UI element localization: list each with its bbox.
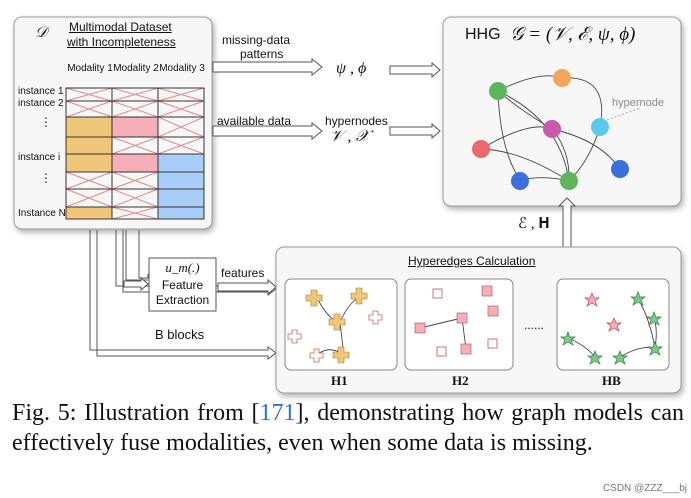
hhg-hypernode bbox=[591, 118, 609, 136]
hhg-node bbox=[560, 172, 578, 190]
features-label: features bbox=[221, 266, 265, 280]
row-label-instance-1: instance 1 bbox=[18, 86, 64, 97]
missing-pattern-arrow bbox=[212, 57, 441, 79]
available-data-arrow bbox=[212, 121, 441, 141]
watermark: CSDN @ZZZ___bj bbox=[602, 483, 687, 494]
hhg-node bbox=[489, 82, 507, 100]
feature-line1: Feature bbox=[161, 278, 204, 292]
row-label-instance-2: instance 2 bbox=[18, 98, 64, 109]
hypernodes-label: hypernodes bbox=[325, 114, 388, 128]
hypernode-label: hypernode bbox=[612, 97, 664, 109]
modality-label-3: Modality 3 bbox=[159, 63, 205, 74]
hhg-node bbox=[511, 172, 529, 190]
hyperedges-title: Hyperedges Calculation bbox=[408, 254, 536, 268]
row-label-instance-n: Instance N bbox=[18, 208, 66, 219]
dataset-title-line2: with Incompleteness bbox=[67, 35, 176, 49]
caption-ref-link[interactable]: 171 bbox=[259, 400, 296, 426]
row-label-ellipsis-1: ⋮ bbox=[40, 115, 52, 129]
v-x-label: 𝒱 , 𝒳 bbox=[330, 128, 370, 145]
feature-extraction-box bbox=[148, 257, 217, 312]
hhg-title: HHG bbox=[465, 26, 501, 43]
hyperedges-ellipsis: ...... bbox=[524, 318, 545, 332]
e-h-label: ℰ , 𝐇 bbox=[518, 216, 550, 232]
hhg-node bbox=[553, 69, 571, 87]
row-label-ellipsis-2: ⋮ bbox=[40, 171, 52, 185]
h2-label: H2 bbox=[452, 373, 469, 388]
modality-label-1: Modality 1 bbox=[67, 63, 113, 74]
hhg-formula: 𝒢 = (𝒱, ℰ, ψ, ϕ) bbox=[510, 24, 636, 45]
psi-phi-label: ψ , ϕ bbox=[336, 60, 367, 77]
hhg-node bbox=[472, 140, 490, 158]
caption-suffix: ], demonstrating how graph models can ef… bbox=[12, 400, 684, 456]
hb-label: HB bbox=[602, 373, 621, 388]
caption-prefix: Fig. 5: Illustration from [ bbox=[12, 400, 260, 426]
hhg-node bbox=[611, 160, 629, 178]
feature-arrow bbox=[123, 276, 277, 296]
missing-patterns-label-line2: patterns bbox=[240, 47, 284, 61]
dataset-symbol: 𝒟 bbox=[35, 25, 47, 41]
missing-patterns-label-line1: missing-data bbox=[222, 33, 291, 47]
available-data-label: available data bbox=[217, 114, 292, 128]
figure-caption: Fig. 5: Illustration from [171], demonst… bbox=[12, 398, 684, 458]
feature-func-label: u_m(.) bbox=[165, 260, 200, 275]
h1-label: H1 bbox=[331, 373, 348, 388]
dataset-title-line1: Multimodal Dataset bbox=[69, 20, 172, 34]
b-blocks-label: B blocks bbox=[155, 327, 205, 342]
row-label-instance-i: instance i bbox=[18, 152, 61, 163]
h2-box bbox=[404, 278, 514, 371]
modality-grid bbox=[65, 87, 205, 220]
feature-line2: Extraction bbox=[155, 293, 210, 307]
modality-label-2: Modality 2 bbox=[113, 63, 159, 74]
hypernode-pointer bbox=[606, 107, 641, 121]
up-arrow bbox=[557, 197, 577, 248]
hhg-node bbox=[543, 120, 561, 138]
